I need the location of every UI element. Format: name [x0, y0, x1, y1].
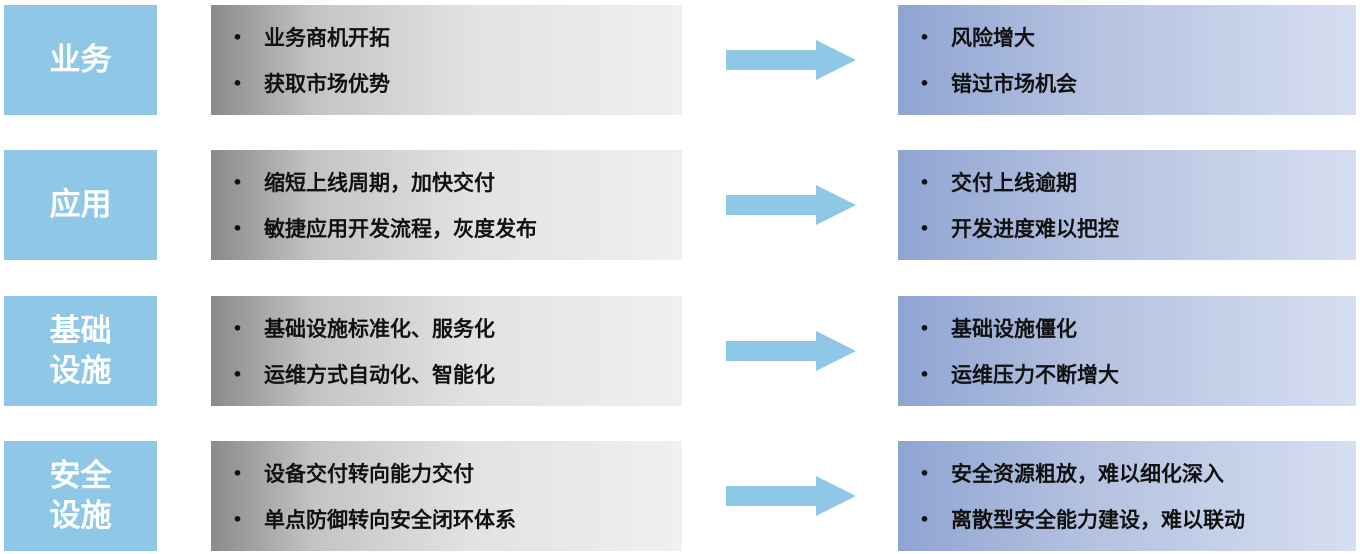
bullet: •	[919, 463, 930, 483]
list-item: • 基础设施标准化、服务化	[211, 305, 682, 351]
item-text: 开发进度难以把控	[951, 217, 1119, 241]
category-label-line: 业务	[49, 42, 112, 78]
risks-box: • 风险增大 • 错过市场机会	[898, 5, 1356, 115]
item-text: 风险增大	[951, 26, 1035, 50]
list-item: • 运维方式自动化、智能化	[211, 351, 682, 397]
list-item: • 开发进度难以把控	[898, 205, 1356, 251]
item-text: 基础设施标准化、服务化	[264, 317, 495, 341]
category-label-line: 安全	[49, 458, 112, 494]
category-label-line: 设施	[49, 498, 112, 534]
category-label: 业务	[4, 5, 157, 115]
list-item: • 敏捷应用开发流程，灰度发布	[211, 205, 682, 251]
bullet: •	[232, 27, 243, 47]
list-item: • 业务商机开拓	[211, 14, 682, 60]
category-label-line: 应用	[49, 187, 112, 223]
list-item: • 风险增大	[898, 14, 1356, 60]
bullet: •	[919, 364, 930, 384]
bullet: •	[232, 172, 243, 192]
list-item: • 设备交付转向能力交付	[211, 450, 682, 496]
row-business: 业务 • 业务商机开拓 • 获取市场优势 • 风险增大 • 错过市场机会	[0, 5, 1360, 115]
list-item: • 交付上线逾期	[898, 159, 1356, 205]
category-label: 基础 设施	[4, 296, 157, 406]
category-label-line: 基础	[49, 313, 112, 349]
right-arrow-icon	[726, 331, 856, 371]
item-text: 离散型安全能力建设，难以联动	[951, 508, 1245, 532]
item-text: 运维压力不断增大	[951, 363, 1119, 387]
current-goals-box: • 业务商机开拓 • 获取市场优势	[211, 5, 682, 115]
bullet: •	[232, 218, 243, 238]
item-text: 业务商机开拓	[264, 26, 390, 50]
list-item: • 获取市场优势	[211, 60, 682, 106]
row-application: 应用 • 缩短上线周期，加快交付 • 敏捷应用开发流程，灰度发布 • 交付上线逾…	[0, 150, 1360, 260]
item-text: 单点防御转向安全闭环体系	[264, 508, 516, 532]
list-item: • 离散型安全能力建设，难以联动	[898, 496, 1356, 542]
item-text: 交付上线逾期	[951, 171, 1077, 195]
category-label: 应用	[4, 150, 157, 260]
item-text: 错过市场机会	[951, 72, 1077, 96]
item-text: 缩短上线周期，加快交付	[264, 171, 495, 195]
bullet: •	[919, 318, 930, 338]
current-goals-box: • 设备交付转向能力交付 • 单点防御转向安全闭环体系	[211, 441, 682, 551]
bullet: •	[232, 318, 243, 338]
list-item: • 安全资源粗放，难以细化深入	[898, 450, 1356, 496]
right-arrow-icon	[726, 476, 856, 516]
current-goals-box: • 缩短上线周期，加快交付 • 敏捷应用开发流程，灰度发布	[211, 150, 682, 260]
bullet: •	[232, 463, 243, 483]
bullet: •	[919, 509, 930, 529]
risks-box: • 交付上线逾期 • 开发进度难以把控	[898, 150, 1356, 260]
current-goals-box: • 基础设施标准化、服务化 • 运维方式自动化、智能化	[211, 296, 682, 406]
category-label-line: 设施	[49, 353, 112, 389]
item-text: 设备交付转向能力交付	[264, 462, 474, 486]
list-item: • 缩短上线周期，加快交付	[211, 159, 682, 205]
list-item: • 错过市场机会	[898, 60, 1356, 106]
category-label: 安全 设施	[4, 441, 157, 551]
risks-box: • 基础设施僵化 • 运维压力不断增大	[898, 296, 1356, 406]
bullet: •	[232, 364, 243, 384]
item-text: 敏捷应用开发流程，灰度发布	[264, 217, 537, 241]
right-arrow-icon	[726, 40, 856, 80]
bullet: •	[919, 73, 930, 93]
right-arrow-icon	[726, 185, 856, 225]
row-infrastructure: 基础 设施 • 基础设施标准化、服务化 • 运维方式自动化、智能化 • 基础设施…	[0, 296, 1360, 406]
bullet: •	[232, 73, 243, 93]
risks-box: • 安全资源粗放，难以细化深入 • 离散型安全能力建设，难以联动	[898, 441, 1356, 551]
item-text: 获取市场优势	[264, 72, 390, 96]
list-item: • 运维压力不断增大	[898, 351, 1356, 397]
bullet: •	[919, 27, 930, 47]
list-item: • 基础设施僵化	[898, 305, 1356, 351]
bullet: •	[232, 509, 243, 529]
item-text: 运维方式自动化、智能化	[264, 363, 495, 387]
item-text: 安全资源粗放，难以细化深入	[951, 462, 1224, 486]
bullet: •	[919, 172, 930, 192]
row-security: 安全 设施 • 设备交付转向能力交付 • 单点防御转向安全闭环体系 • 安全资源…	[0, 441, 1360, 551]
item-text: 基础设施僵化	[951, 317, 1077, 341]
list-item: • 单点防御转向安全闭环体系	[211, 496, 682, 542]
bullet: •	[919, 218, 930, 238]
